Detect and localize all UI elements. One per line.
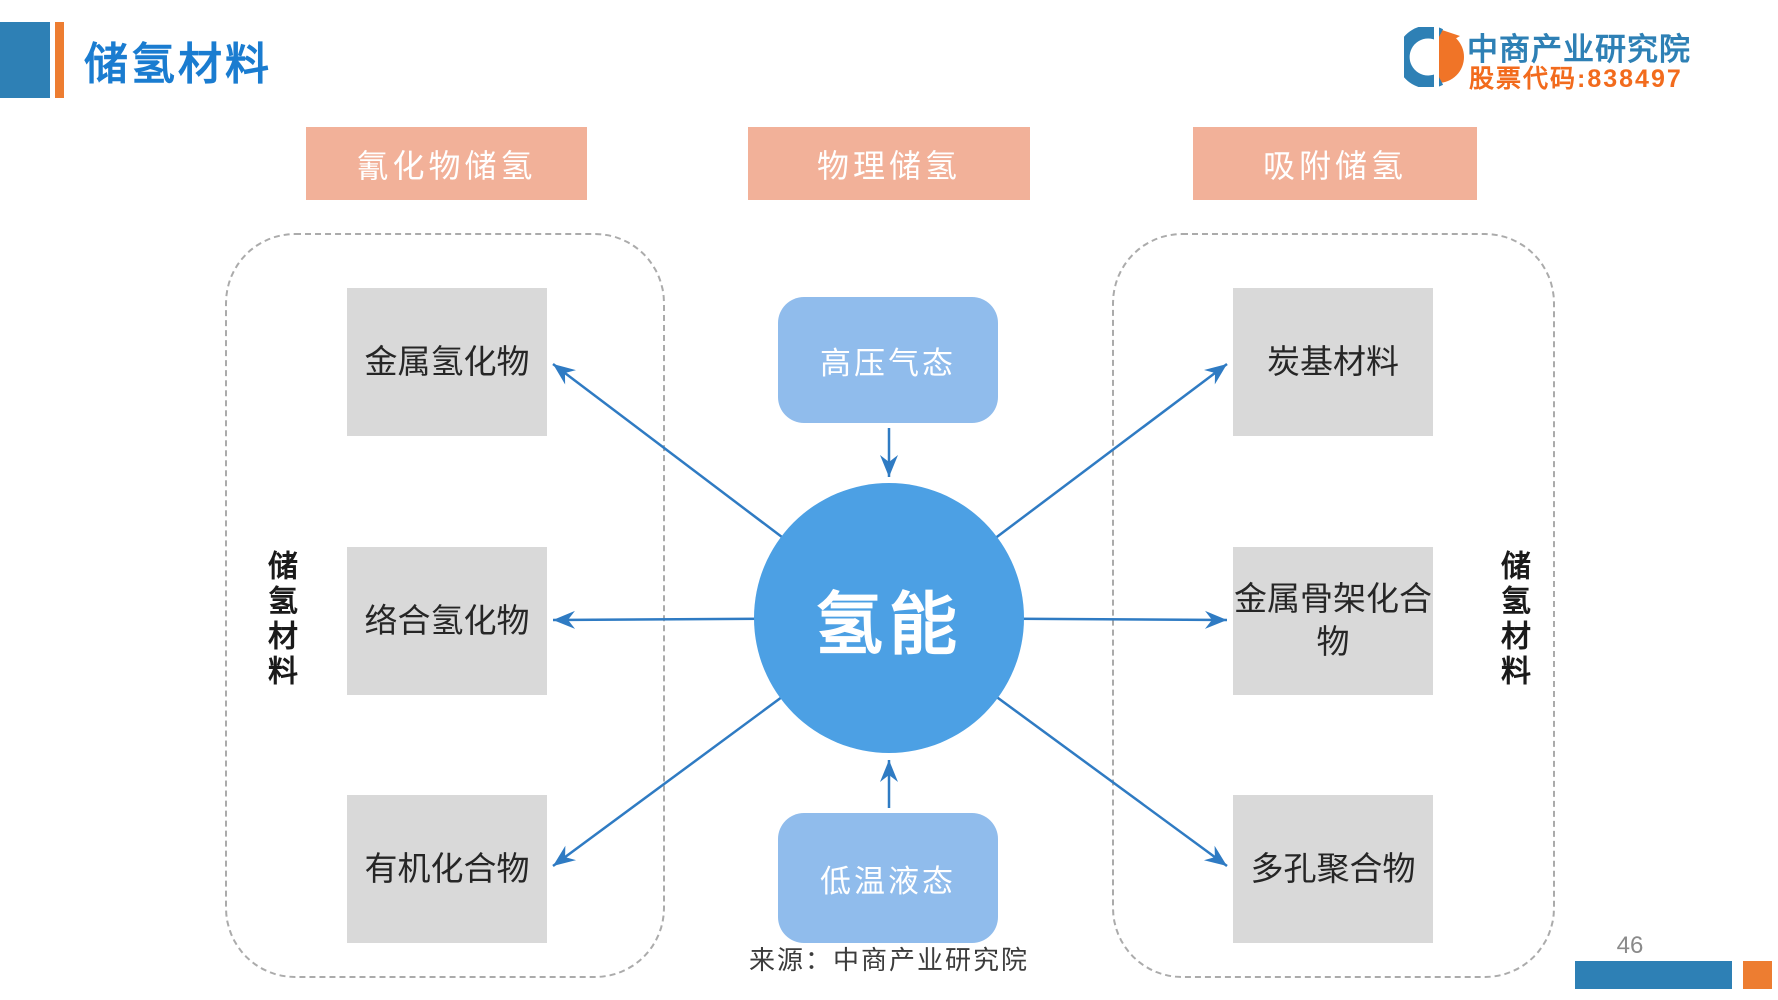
page-title: 储氢材料 — [84, 39, 272, 90]
item-organic-compound: 有机化合物 — [347, 795, 547, 943]
footer-accent-bar-blue — [1575, 961, 1732, 989]
category-header-physical: 物理储氢 — [748, 127, 1030, 200]
category-header-adsorption: 吸附储氢 — [1193, 127, 1477, 200]
item-metal-hydride: 金属氢化物 — [347, 288, 547, 436]
item-metal-framework: 金属骨架化合物 — [1233, 547, 1433, 695]
page-number: 46 — [1616, 932, 1644, 959]
item-porous-polymer: 多孔聚合物 — [1233, 795, 1433, 943]
footer-accent-bar-orange — [1743, 961, 1772, 989]
right-group-side-label: 储氢材料 — [1495, 550, 1530, 690]
item-carbon-material: 炭基材料 — [1233, 288, 1433, 436]
hub-hydrogen-energy: 氢能 — [754, 483, 1024, 753]
company-logo-name: 中商产业研究院 — [1467, 32, 1691, 67]
item-complex-hydride: 络合氢化物 — [347, 547, 547, 695]
state-high-pressure-gas: 高压气态 — [778, 297, 998, 423]
company-stock-code: 股票代码:838497 — [1469, 65, 1683, 93]
source-note: 来源：中商产业研究院 — [748, 946, 1029, 976]
title-accent-bar — [55, 22, 64, 98]
title-accent-square — [0, 22, 50, 98]
category-header-hydride: 氰化物储氢 — [306, 127, 587, 200]
left-group-side-label: 储氢材料 — [262, 550, 297, 690]
company-logo-icon — [1396, 25, 1464, 89]
state-cryogenic-liquid: 低温液态 — [778, 813, 998, 943]
